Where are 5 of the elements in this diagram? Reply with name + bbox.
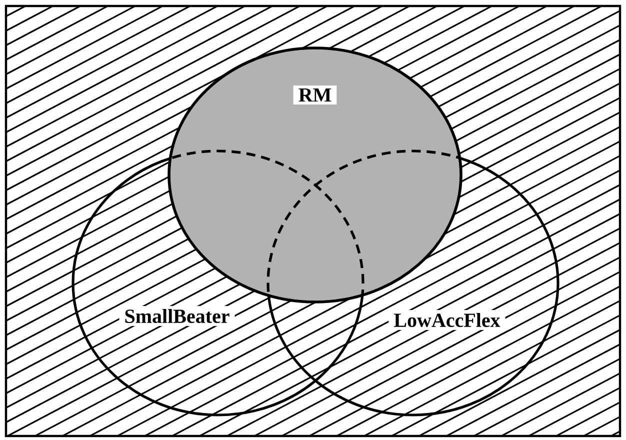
- set-label: SmallBeater: [119, 306, 235, 326]
- set-circle: [72, 150, 364, 416]
- set-label: LowAccFlex: [388, 310, 506, 330]
- set-circle: [266, 150, 560, 416]
- set-label: RM: [293, 85, 337, 105]
